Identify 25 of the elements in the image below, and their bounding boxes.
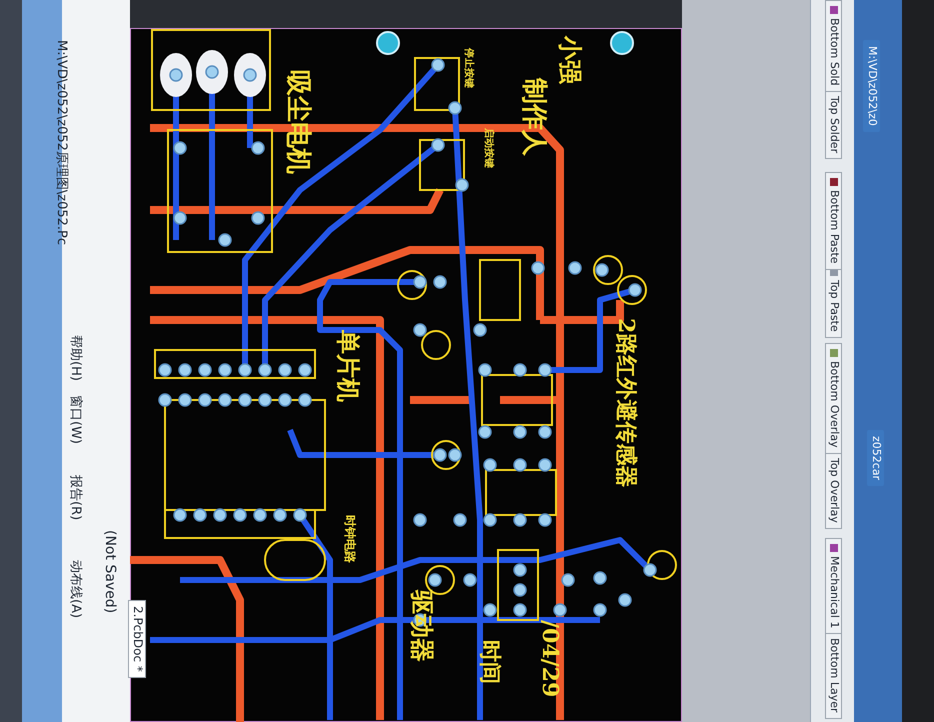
silkscreen-text: 时钟电路 — [342, 515, 356, 563]
layer-tab: Bottom Paste — [825, 172, 842, 270]
silkscreen-text: 驱动器 — [408, 590, 436, 662]
layer-tab: Mechanical 1 — [825, 538, 842, 634]
taskbar-item: z052car — [867, 430, 884, 486]
silkscreen-text: /04/29 — [536, 620, 562, 698]
menu-text: (Not Saved) — [102, 530, 118, 614]
silkscreen-text: 单片机 — [334, 330, 362, 402]
silkscreen-text: 2路红外避传感器 — [612, 318, 638, 488]
taskbar-item: M:\VD\z052\z0 — [863, 40, 880, 132]
silkscreen-text: 小强 — [556, 36, 584, 84]
layer-tab: Bottom Overlay — [825, 343, 842, 454]
silkscreen-text: 吸尘电机 — [282, 70, 312, 174]
menu-text: M:\VD\z052\z052原理图\z052.Pc — [53, 40, 68, 246]
layer-tab: Bottom Sold — [825, 0, 842, 92]
document-tab: 2.PcbDoc * — [128, 600, 146, 678]
menu-text: 动布线(A) — [67, 560, 82, 618]
silkscreen-text: 制作人 — [518, 78, 548, 156]
menu-text: 窗口(W) — [67, 395, 82, 444]
silkscreen-text: 停止按键 — [462, 48, 474, 88]
silkscreen-text: 启动按键 — [482, 128, 494, 168]
menu-text: 报告(R) — [67, 475, 82, 520]
menu-text: 帮助(H) — [67, 335, 82, 381]
layer-tab: Bottom Layer — [825, 632, 842, 719]
silkscreen-text: 时间 — [476, 640, 502, 684]
